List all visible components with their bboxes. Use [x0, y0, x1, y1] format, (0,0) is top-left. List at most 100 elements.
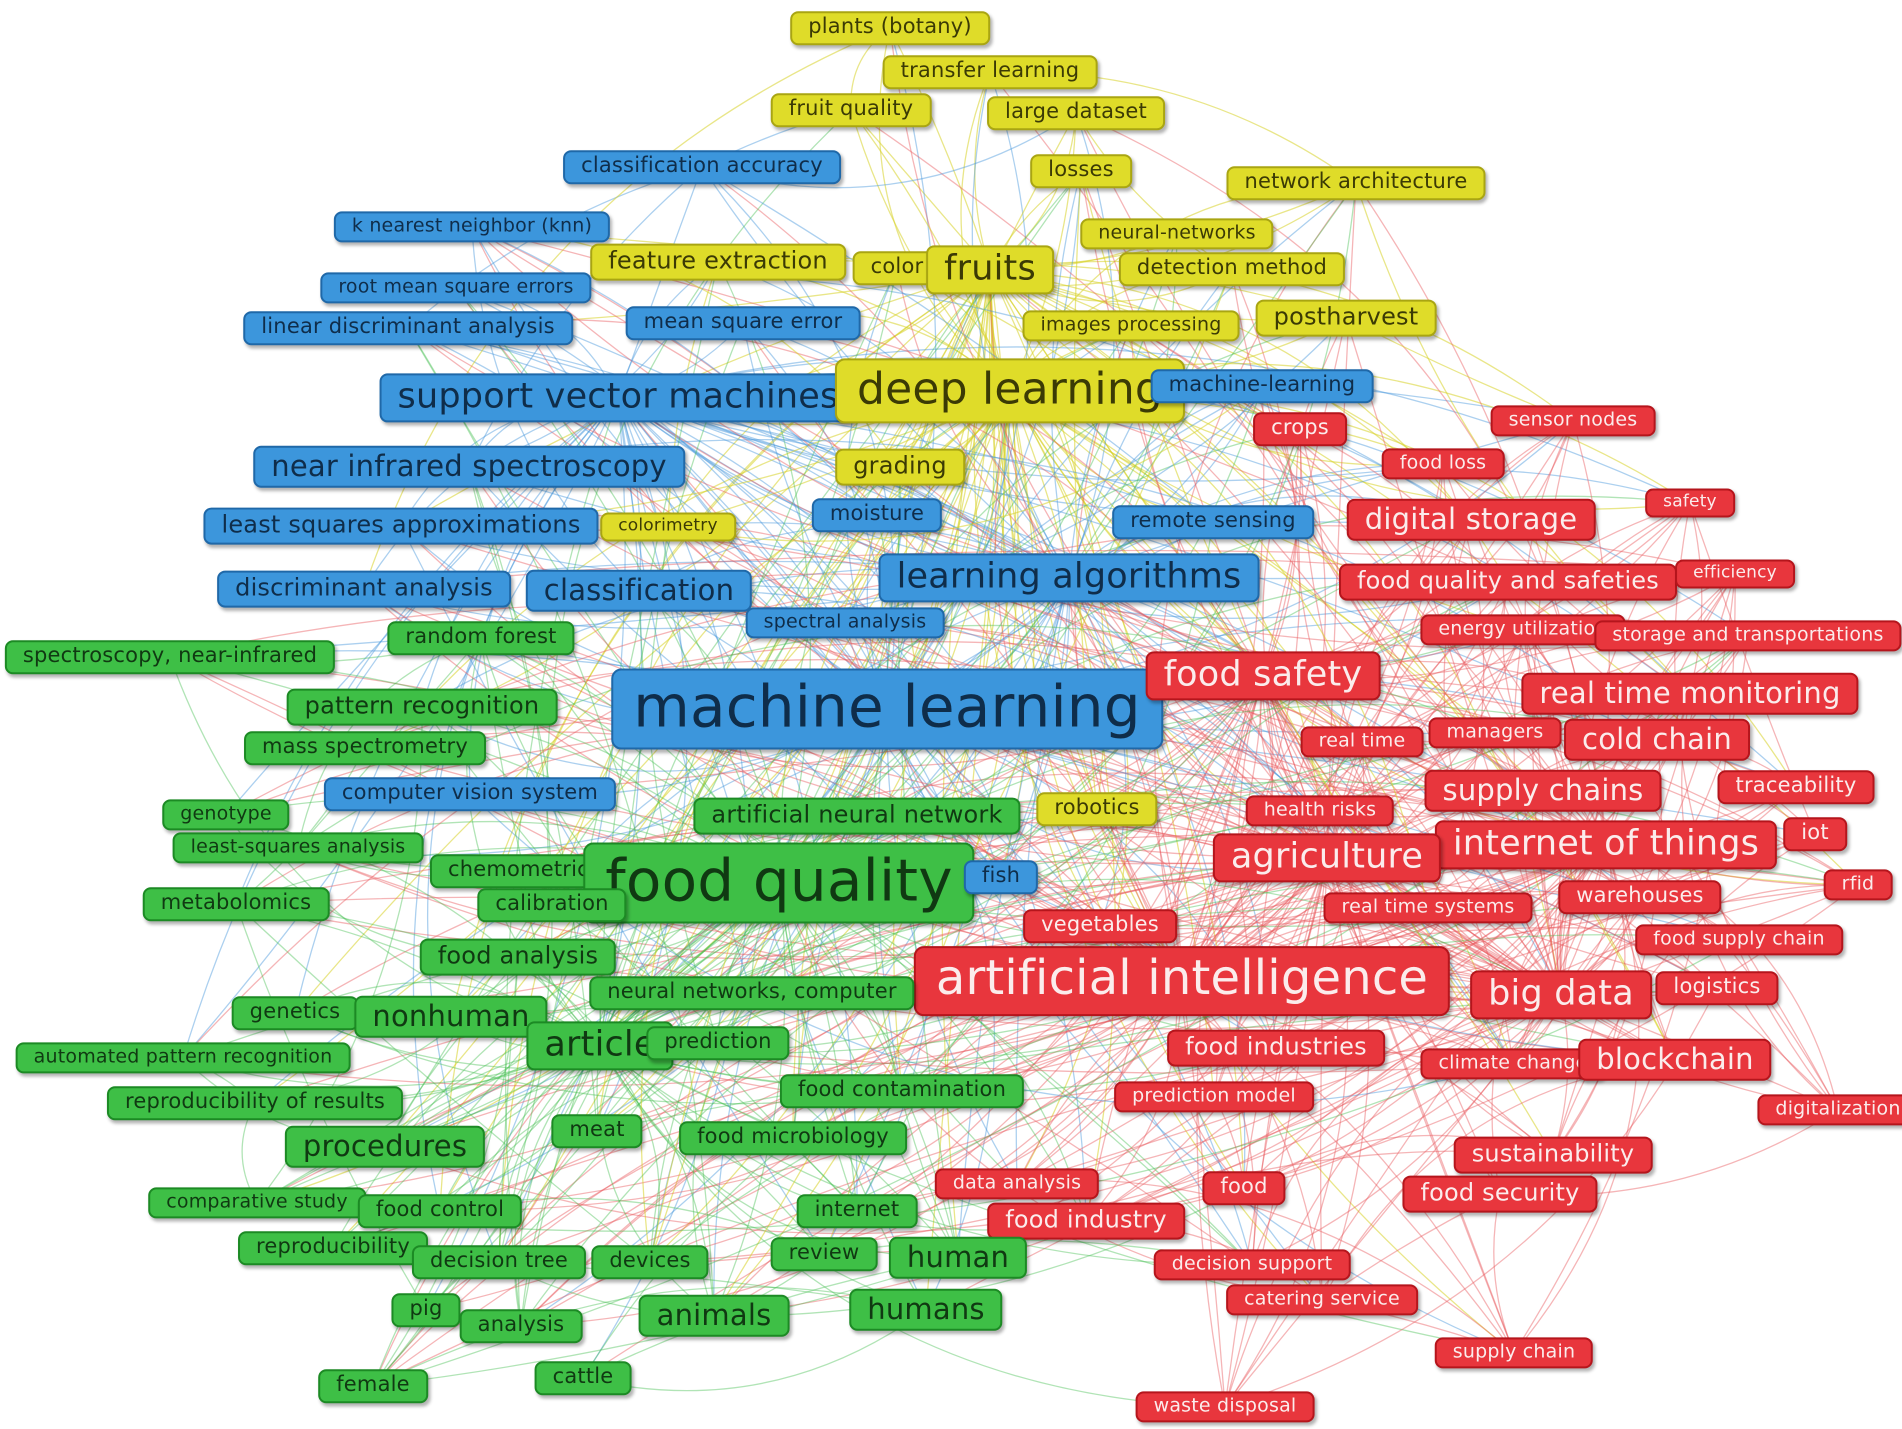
- keyword-node-metabolomics[interactable]: metabolomics: [142, 887, 330, 921]
- keyword-node-analysis[interactable]: analysis: [459, 1309, 583, 1343]
- keyword-node-data-analysis[interactable]: data analysis: [934, 1168, 1100, 1200]
- keyword-node-managers[interactable]: managers: [1428, 717, 1562, 749]
- keyword-node-least-squares-analysis[interactable]: least-squares analysis: [172, 832, 424, 864]
- keyword-node-article[interactable]: article: [526, 1021, 674, 1071]
- keyword-node-supply-chains[interactable]: supply chains: [1424, 769, 1662, 813]
- keyword-node-blockchain[interactable]: blockchain: [1578, 1038, 1772, 1082]
- keyword-node-k-nearest-neighbor-knn[interactable]: k nearest neighbor (knn): [333, 211, 611, 243]
- keyword-node-animals[interactable]: animals: [638, 1294, 790, 1338]
- keyword-node-internet[interactable]: internet: [796, 1194, 918, 1228]
- keyword-node-food-control[interactable]: food control: [357, 1194, 523, 1228]
- keyword-node-feature-extraction[interactable]: feature extraction: [590, 243, 846, 281]
- keyword-node-rfid[interactable]: rfid: [1823, 869, 1893, 901]
- keyword-node-losses[interactable]: losses: [1030, 154, 1132, 188]
- keyword-node-fruits[interactable]: fruits: [926, 245, 1054, 295]
- keyword-node-safety[interactable]: safety: [1645, 488, 1735, 518]
- keyword-node-postharvest[interactable]: postharvest: [1255, 299, 1437, 337]
- keyword-node-artificial-neural-network[interactable]: artificial neural network: [693, 797, 1021, 835]
- keyword-node-cattle[interactable]: cattle: [534, 1361, 632, 1395]
- keyword-node-human[interactable]: human: [888, 1236, 1028, 1280]
- keyword-node-health-risks[interactable]: health risks: [1245, 795, 1395, 827]
- keyword-node-decision-support[interactable]: decision support: [1153, 1249, 1351, 1281]
- keyword-node-energy-utilization[interactable]: energy utilization: [1420, 614, 1626, 646]
- keyword-node-fruit-quality[interactable]: fruit quality: [770, 93, 932, 127]
- keyword-node-supply-chain[interactable]: supply chain: [1434, 1337, 1594, 1369]
- keyword-node-devices[interactable]: devices: [591, 1245, 709, 1279]
- keyword-node-sensor-nodes[interactable]: sensor nodes: [1490, 405, 1656, 437]
- keyword-node-spectroscopy-near-infrared[interactable]: spectroscopy, near-infrared: [4, 640, 336, 674]
- keyword-node-robotics[interactable]: robotics: [1036, 792, 1158, 826]
- keyword-node-food[interactable]: food: [1202, 1171, 1286, 1205]
- keyword-node-remote-sensing[interactable]: remote sensing: [1112, 505, 1314, 539]
- keyword-node-decision-tree[interactable]: decision tree: [411, 1245, 587, 1279]
- keyword-node-waste-disposal[interactable]: waste disposal: [1135, 1391, 1315, 1423]
- keyword-node-support-vector-machines[interactable]: support vector machines: [379, 373, 857, 423]
- keyword-node-food-loss[interactable]: food loss: [1381, 448, 1505, 480]
- keyword-node-food-microbiology[interactable]: food microbiology: [679, 1121, 907, 1155]
- keyword-node-moisture[interactable]: moisture: [811, 498, 943, 532]
- keyword-node-food-industry[interactable]: food industry: [987, 1202, 1185, 1240]
- keyword-node-iot[interactable]: iot: [1783, 817, 1847, 851]
- keyword-node-big-data[interactable]: big data: [1470, 970, 1652, 1020]
- keyword-node-food-quality-and-safeties[interactable]: food quality and safeties: [1339, 563, 1677, 601]
- keyword-node-grading[interactable]: grading: [835, 448, 965, 486]
- keyword-node-food-safety[interactable]: food safety: [1145, 651, 1381, 701]
- keyword-node-review[interactable]: review: [770, 1237, 878, 1271]
- keyword-node-crops[interactable]: crops: [1253, 412, 1347, 446]
- keyword-node-meat[interactable]: meat: [551, 1114, 643, 1148]
- keyword-node-computer-vision-system[interactable]: computer vision system: [323, 777, 617, 811]
- keyword-node-network-architecture[interactable]: network architecture: [1226, 166, 1486, 200]
- keyword-node-deep-learning[interactable]: deep learning: [834, 358, 1186, 424]
- keyword-node-classification[interactable]: classification: [525, 569, 753, 613]
- keyword-node-reproducibility-of-results[interactable]: reproducibility of results: [106, 1086, 404, 1120]
- keyword-node-fish[interactable]: fish: [963, 860, 1039, 894]
- keyword-node-least-squares-approximations[interactable]: least squares approximations: [203, 507, 599, 545]
- keyword-node-pattern-recognition[interactable]: pattern recognition: [286, 688, 558, 726]
- keyword-node-learning-algorithms[interactable]: learning algorithms: [878, 553, 1260, 603]
- keyword-node-warehouses[interactable]: warehouses: [1558, 880, 1722, 914]
- keyword-node-comparative-study[interactable]: comparative study: [148, 1187, 366, 1219]
- keyword-node-calibration[interactable]: calibration: [477, 888, 627, 922]
- keyword-node-transfer-learning[interactable]: transfer learning: [882, 55, 1098, 89]
- keyword-node-climate-change[interactable]: climate change: [1420, 1048, 1606, 1080]
- keyword-node-machine-learning[interactable]: machine learning: [611, 668, 1163, 750]
- keyword-node-internet-of-things[interactable]: internet of things: [1434, 820, 1778, 870]
- keyword-node-real-time-systems[interactable]: real time systems: [1323, 892, 1533, 924]
- keyword-node-images-processing[interactable]: images processing: [1022, 310, 1240, 342]
- keyword-node-root-mean-square-errors[interactable]: root mean square errors: [320, 272, 592, 304]
- keyword-node-sustainability[interactable]: sustainability: [1453, 1136, 1653, 1174]
- keyword-node-large-dataset[interactable]: large dataset: [987, 96, 1165, 130]
- keyword-node-cold-chain[interactable]: cold chain: [1564, 718, 1750, 762]
- keyword-node-artificial-intelligence[interactable]: artificial intelligence: [913, 946, 1451, 1016]
- keyword-node-female[interactable]: female: [318, 1369, 428, 1403]
- keyword-node-food-industries[interactable]: food industries: [1167, 1029, 1385, 1067]
- keyword-node-near-infrared-spectroscopy[interactable]: near infrared spectroscopy: [253, 445, 685, 489]
- keyword-node-spectral-analysis[interactable]: spectral analysis: [745, 607, 945, 639]
- keyword-node-digitalization[interactable]: digitalization: [1757, 1094, 1902, 1126]
- keyword-node-detection-method[interactable]: detection method: [1118, 252, 1346, 286]
- keyword-node-neural-networks[interactable]: neural-networks: [1080, 218, 1274, 250]
- keyword-node-mean-square-error[interactable]: mean square error: [625, 306, 861, 340]
- keyword-node-prediction[interactable]: prediction: [646, 1026, 790, 1060]
- keyword-node-real-time-monitoring[interactable]: real time monitoring: [1521, 672, 1859, 716]
- keyword-node-food-supply-chain[interactable]: food supply chain: [1635, 924, 1843, 956]
- keyword-node-classification-accuracy[interactable]: classification accuracy: [563, 150, 841, 184]
- keyword-node-procedures[interactable]: procedures: [284, 1125, 486, 1169]
- keyword-node-nonhuman[interactable]: nonhuman: [354, 995, 548, 1039]
- keyword-node-genotype[interactable]: genotype: [162, 799, 290, 831]
- keyword-node-digital-storage[interactable]: digital storage: [1346, 498, 1596, 542]
- keyword-node-genetics[interactable]: genetics: [231, 996, 359, 1030]
- keyword-node-plants-botany[interactable]: plants (botany): [790, 11, 990, 45]
- keyword-node-random-forest[interactable]: random forest: [387, 621, 575, 655]
- keyword-node-logistics[interactable]: logistics: [1655, 971, 1779, 1005]
- keyword-node-food-quality[interactable]: food quality: [583, 842, 975, 924]
- keyword-node-colorimetry[interactable]: colorimetry: [600, 512, 736, 542]
- keyword-node-linear-discriminant-analysis[interactable]: linear discriminant analysis: [243, 311, 573, 345]
- keyword-node-food-analysis[interactable]: food analysis: [419, 938, 617, 976]
- keyword-node-reproducibility[interactable]: reproducibility: [238, 1231, 428, 1265]
- keyword-node-efficiency[interactable]: efficiency: [1675, 559, 1795, 589]
- keyword-node-prediction-model[interactable]: prediction model: [1114, 1081, 1314, 1113]
- keyword-node-catering-service[interactable]: catering service: [1226, 1284, 1418, 1316]
- keyword-node-food-contamination[interactable]: food contamination: [779, 1074, 1025, 1108]
- keyword-node-machine-learning[interactable]: machine-learning: [1150, 369, 1374, 403]
